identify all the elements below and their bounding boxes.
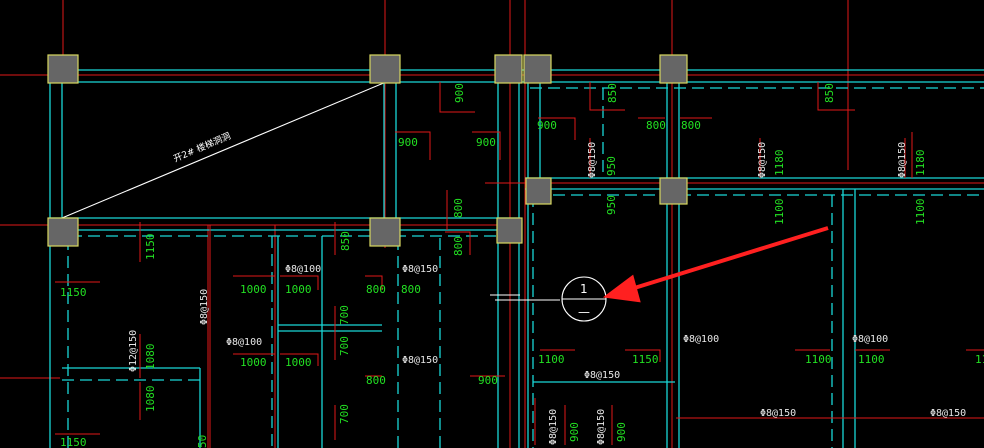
dimension-text: 900 [478,374,498,387]
rebar-label: Φ8@150 [930,408,966,419]
dimension-text: 800 [681,119,701,132]
rebar-marks [55,82,984,448]
dimension-text: 850 [823,83,836,103]
dimension-text: 1000 [285,356,312,369]
section-number: 1 [580,282,588,296]
dimension-text: 1000 [240,356,267,369]
rebar-labels: Φ8@100 Φ8@150 Φ8@150 Φ8@100 Φ8@150 Φ12@1… [128,142,966,445]
dimension-text: 800 [401,283,421,296]
dimension-text: 700 [338,305,351,325]
rebar-label: Φ8@150 [760,408,796,419]
rebar-label: Φ8@150 [402,264,438,275]
dimension-text: 1000 [240,283,267,296]
column [369,54,401,84]
column [47,217,79,247]
dimension-text: 1080 [144,386,157,413]
dimension-text: 850 [606,83,619,103]
dimension-text: 800 [366,374,386,387]
rebar-label: Φ12@150 [128,330,139,372]
dimension-text: 700 [338,336,351,356]
column [523,54,552,84]
dimension-text: 900 [453,83,466,103]
dimension-text: 1000 [285,283,312,296]
dimension-text: 900 [615,422,628,442]
dimension-text: 1150 [144,234,157,261]
rebar-label: Φ8@150 [199,289,210,325]
rebar-label: Φ8@150 [757,142,768,178]
dimension-text: 850 [339,231,352,251]
column [47,54,79,84]
column [525,177,552,205]
dimension-text: 1150 [60,286,87,299]
dimension-text: 1150 [60,436,87,448]
rebar-label: Φ8@100 [852,334,888,345]
dimension-texts: 900 850 850 900 900 900 800 800 950 950 … [60,83,984,448]
dimension-text: 700 [338,404,351,424]
column [659,54,688,84]
column [496,217,523,244]
rebar-label: Φ8@100 [226,337,262,348]
column [659,177,688,205]
dimension-text: 900 [476,136,496,149]
dimension-text: 900 [398,136,418,149]
rebar-label: Φ8@150 [596,409,607,445]
dimension-text: 1100 [914,199,927,226]
dimension-text: 800 [646,119,666,132]
rebar-label: Φ8@100 [285,264,321,275]
rebar-label: Φ8@100 [683,334,719,345]
dimension-text: 1180 [773,150,786,177]
section-sheet: — [578,305,590,319]
dimension-text: 1180 [914,150,927,177]
rebar-label: Φ8@150 [584,370,620,381]
dimension-text: 1100 [805,353,832,366]
dimension-text: 950 [605,156,618,176]
column [494,54,523,84]
dimension-text: 800 [452,198,465,218]
dimension-text: 1100 [538,353,565,366]
dimension-text: 1100 [773,199,786,226]
callout-arrow-icon [602,226,829,303]
section-symbol: 1 — [490,276,607,322]
dimension-text: 1150 [632,353,659,366]
dimension-text: 900 [537,119,557,132]
dimension-text: 1150 [975,353,984,366]
dimension-text: 1080 [144,344,157,371]
column [369,217,401,247]
rebar-label: Φ8@150 [402,355,438,366]
dimension-text: 50 [196,435,209,448]
columns [47,54,688,247]
stair-opening [61,81,387,219]
rebar-label: Φ8@150 [587,142,598,178]
rebar-label: Φ8@150 [897,142,908,178]
rebar-label: Φ8@150 [548,409,559,445]
dimension-text: 800 [452,236,465,256]
dimension-text: 900 [568,422,581,442]
dimension-text: 800 [366,283,386,296]
dimension-text: 1100 [858,353,885,366]
dimension-text: 950 [605,195,618,215]
